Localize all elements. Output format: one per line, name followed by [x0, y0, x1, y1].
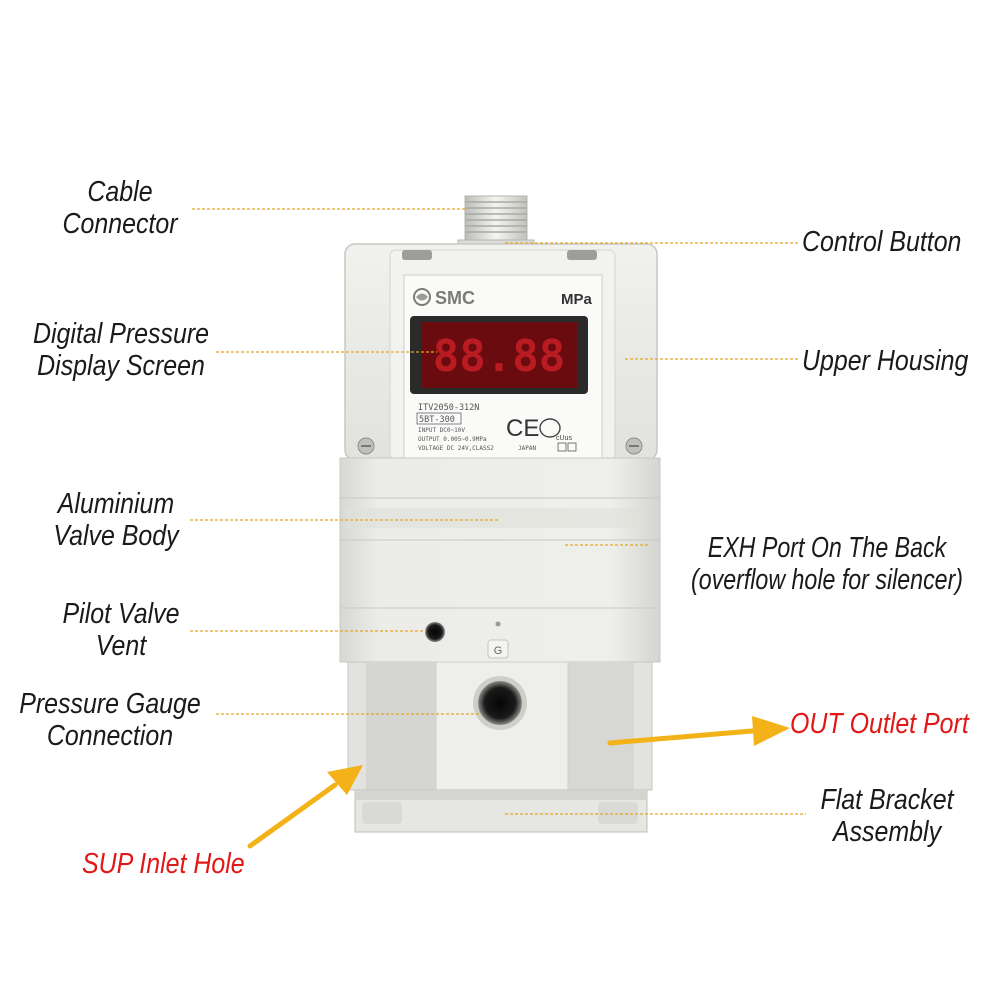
- spec-input-text: INPUT DC0~10V: [418, 427, 465, 434]
- pilot-vent-label-line1: Pilot Valve: [62, 598, 180, 630]
- origin-text: JAPAN: [518, 445, 536, 452]
- cable-connector-label-line2: Connector: [62, 208, 178, 240]
- unit-text: MPa: [561, 291, 593, 308]
- spec-voltage-text: VOLTAGE DC 24V,CLASS2: [418, 445, 494, 452]
- out-port-label: OUT Outlet Port: [790, 708, 969, 740]
- aluminium-body-label-line2: Valve Body: [53, 520, 179, 552]
- pilot-vent-hole: [425, 622, 445, 642]
- bracket-label-line1: Flat Bracket: [820, 784, 954, 816]
- upper-housing: SMC MPa 88.88 ITV2050-312N 5BT-300 INPUT…: [344, 243, 658, 464]
- gauge-connection-hole: [478, 681, 522, 725]
- arrow-icon-out: [607, 716, 790, 746]
- leader-lines: [190, 208, 806, 815]
- mounting-screw-icon: [357, 437, 643, 455]
- gauge-connection-label-line1: Pressure Gauge: [19, 688, 201, 720]
- exh-port-label-line2: (overflow hole for silencer): [690, 564, 964, 596]
- flat-bracket: [354, 789, 648, 833]
- control-button-right: [567, 250, 597, 260]
- sup-inlet-label: SUP Inlet Hole: [82, 848, 245, 880]
- bracket-label-line2: Assembly: [832, 816, 942, 848]
- ce-mark: CE: [506, 415, 539, 442]
- control-button-left: [402, 250, 432, 260]
- display-screen: [421, 322, 577, 388]
- digital-display-label-line2: Display Screen: [37, 350, 205, 382]
- gauge-connection-label-line2: Connection: [46, 720, 174, 752]
- digital-display-label: Digital Pressure Display Screen: [22, 318, 220, 382]
- port-letter: G: [494, 645, 503, 657]
- model-text: ITV2050-312N: [418, 403, 479, 413]
- gauge-connection-label: Pressure Gauge Connection: [15, 688, 204, 752]
- cable-connector-label-line1: Cable: [87, 176, 153, 208]
- serial-text: 5BT-300: [419, 415, 455, 425]
- smc-logo: [413, 288, 431, 306]
- arrow-icon-sup: [247, 765, 363, 849]
- bracket-label: Flat Bracket Assembly: [805, 784, 968, 848]
- ul-mark-text: cUus: [556, 435, 572, 442]
- brand-text: SMC: [435, 288, 475, 308]
- lower-port-block: [347, 661, 653, 791]
- aluminium-body-label-line1: Aluminium: [57, 488, 175, 520]
- spec-output-text: OUTPUT 0.005~0.9MPa: [418, 436, 487, 443]
- ul-mark-icon: [539, 418, 561, 438]
- upper-housing-label: Upper Housing: [802, 345, 969, 377]
- control-button-label: Control Button: [802, 226, 962, 258]
- cable-connector-label: Cable Connector: [51, 176, 189, 240]
- aluminium-body-label: Aluminium Valve Body: [39, 488, 194, 552]
- pilot-vent-label: Pilot Valve Vent: [48, 598, 194, 662]
- exh-port-label-line1: EXH Port On The Back: [707, 532, 947, 564]
- digital-display-label-line1: Digital Pressure: [32, 318, 210, 350]
- valve-body: G: [339, 457, 661, 663]
- display-readout: 88.88: [433, 331, 565, 382]
- pilot-vent-label-line2: Vent: [95, 630, 147, 662]
- exh-port-label: EXH Port On The Back (overflow hole for …: [684, 532, 970, 596]
